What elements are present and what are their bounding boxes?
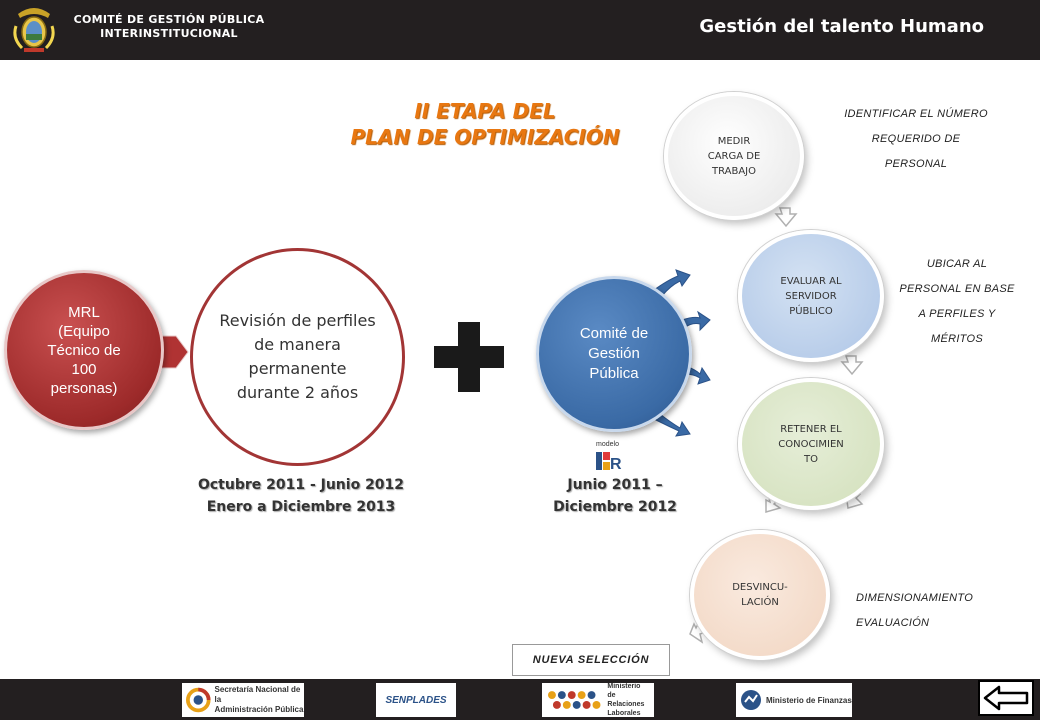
step-retener-conocimiento: RETENER EL CONOCIMIEN TO: [738, 378, 884, 510]
logo-ministerio-finanzas: Ministerio de Finanzas: [736, 683, 852, 717]
logo-secretaria: Secretaría Nacional de la Administración…: [182, 683, 304, 717]
stage-title: II ETAPA DEL PLAN DE OPTIMIZACIÓN: [350, 99, 620, 149]
step-medir-carga: MEDIR CARGA DE TRABAJO: [664, 92, 804, 220]
modelo-r-logo-icon: modelo R: [596, 441, 622, 473]
ecuador-crest-icon: [13, 8, 55, 52]
secretaria-logo-icon: [186, 687, 211, 713]
comite-circle: Comité de Gestión Pública: [536, 276, 692, 432]
page-title: Gestión del talento Humano: [699, 16, 984, 37]
logo-senplades: SENPLADES: [376, 683, 456, 717]
comite-arrows: [653, 269, 711, 437]
organization-name: COMITÉ DE GESTIÓN PÚBLICA INTERINSTITUCI…: [73, 13, 265, 40]
revision-circle: Revisión de perfiles de manera permanent…: [190, 248, 405, 466]
nueva-seleccion-box: NUEVA SELECCIÓN: [512, 644, 670, 676]
back-arrow-icon: [983, 685, 1029, 711]
ministerio-relaciones-logo-icon: [547, 691, 601, 709]
ministerio-finanzas-logo-icon: [741, 690, 761, 710]
step-evaluar-servidor: EVALUAR AL SERVIDOR PÚBLICO: [738, 230, 884, 362]
back-button[interactable]: [978, 680, 1034, 716]
date-range-right: Junio 2011 – Diciembre 2012: [553, 477, 677, 515]
description-identificar: IDENTIFICAR EL NÚMERO REQUERIDO DE PERSO…: [844, 108, 988, 170]
modelo-label: modelo: [596, 441, 619, 448]
step-desvinculacion: DESVINCU- LACIÓN: [690, 530, 830, 660]
mrl-circle: MRL (Equipo Técnico de 100 personas): [4, 270, 164, 430]
description-ubicar: UBICAR AL PERSONAL EN BASE A PERFILES Y …: [899, 258, 1015, 345]
date-range-left: Octubre 2011 - Junio 2012 Enero a Diciem…: [197, 477, 405, 515]
logo-ministerio-relaciones: Ministerio de Relaciones Laborales: [542, 683, 654, 717]
description-dimensionamiento: DIMENSIONAMIENTO EVALUACIÓN: [856, 592, 974, 629]
header-bar: COMITÉ DE GESTIÓN PÚBLICA INTERINSTITUCI…: [0, 0, 1040, 60]
revision-text: Revisión de perfiles de manera permanent…: [219, 311, 376, 402]
modelo-letter: R: [610, 456, 622, 473]
footer-bar: Secretaría Nacional de la Administración…: [0, 679, 1040, 720]
plus-icon: [434, 322, 504, 392]
